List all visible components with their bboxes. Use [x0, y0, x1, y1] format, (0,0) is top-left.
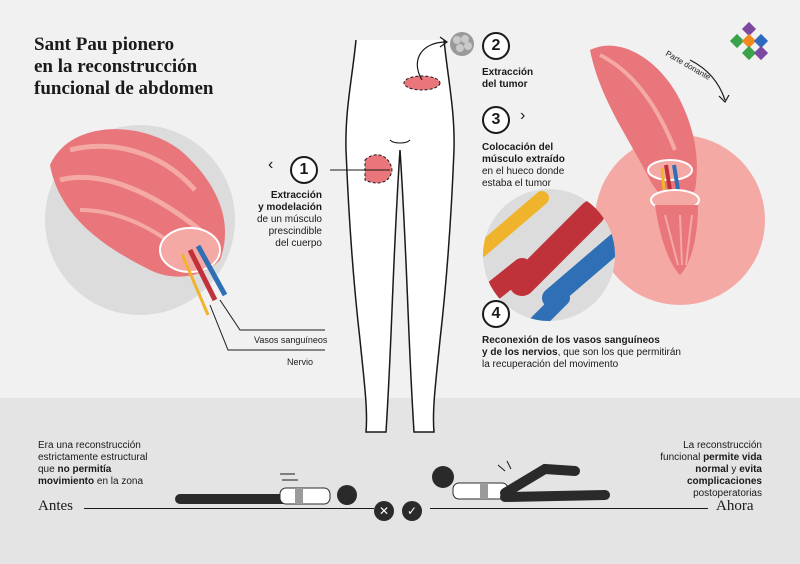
check-icon: ✓	[402, 501, 422, 521]
step-4-bold-2: y de los nervios	[482, 347, 558, 358]
bottom-band	[0, 398, 800, 564]
step-1-rest-3: del cuerpo	[275, 238, 322, 249]
lying-figure-after	[432, 460, 610, 502]
step-1-bold-2: y modelación	[258, 202, 322, 213]
before-line-4b: en la zona	[94, 476, 144, 487]
step-4-rest-1: , que son los que permitirán	[557, 347, 681, 358]
before-line-1: Era una reconstrucción	[38, 440, 141, 451]
step-3-text: Colocación del músculo extraído en el hu…	[482, 142, 565, 190]
before-line-2: estrictamente estructural	[38, 452, 148, 463]
after-line-2a: funcional	[660, 452, 704, 463]
step-2-text: Extracción del tumor	[482, 67, 533, 91]
vasos-label: Vasos sanguíneos	[254, 335, 328, 345]
before-text: Era una reconstrucción estrictamente est…	[38, 440, 208, 488]
donor-label: Parte donante	[664, 49, 713, 82]
title-line-3: funcional de abdomen	[34, 78, 214, 99]
step-2-bold-2: del tumor	[482, 79, 528, 90]
page-title: Sant Pau pionero en la reconstrucción fu…	[34, 34, 264, 100]
vessels-closeup-illustration	[483, 189, 615, 321]
step-1-rest-2: prescindible	[268, 226, 322, 237]
step-3-bold-1: Colocación del	[482, 142, 554, 153]
before-line	[84, 508, 374, 509]
step-4-bold-1: Reconexión de los vasos sanguíneos	[482, 335, 660, 346]
after-line	[430, 508, 708, 509]
after-line-1: La reconstrucción	[683, 440, 762, 451]
donor-muscle-illustration: Parte donante	[590, 45, 765, 305]
after-line-3c: evita	[739, 464, 762, 475]
step-4-number: 4	[482, 300, 510, 328]
label-leader-lines	[209, 299, 325, 351]
cross-icon: ✕	[374, 501, 394, 521]
brand-logo-icon	[729, 22, 769, 61]
after-word: Ahora	[716, 498, 754, 514]
before-line-3b: no permitía	[57, 464, 112, 475]
tumor-icon	[450, 32, 474, 56]
chevron-right-icon: ›	[520, 107, 526, 124]
chevron-left-icon: ‹	[268, 156, 274, 173]
step-1-text: Extracción y modelación de un músculo pr…	[240, 190, 322, 250]
before-line-3a: que	[38, 464, 58, 475]
before-line-4a: movimiento	[38, 476, 95, 487]
nervio-label: Nervio	[287, 357, 314, 367]
title-line-1: Sant Pau pionero	[34, 34, 175, 55]
step-3-number: 3	[482, 106, 510, 134]
step1-connector	[330, 169, 390, 171]
body-outline-illustration	[345, 40, 455, 433]
after-line-5: postoperatorias	[693, 488, 762, 499]
after-line-2b: permite vida	[703, 452, 762, 463]
step-4-rest-2: la recuperación del movimento	[482, 359, 619, 370]
step-2-bold-1: Extracción	[482, 67, 534, 78]
tumor-arrow	[416, 36, 449, 81]
step-2-number: 2	[482, 32, 510, 60]
after-line-3b: y	[728, 464, 740, 475]
step-3-rest-1: en el hueco donde	[482, 166, 565, 177]
lying-figure-before	[175, 473, 357, 505]
after-line-4: complicaciones	[686, 476, 762, 487]
muscle-illustration	[45, 125, 235, 316]
after-text: La reconstrucción funcional permite vida…	[600, 440, 762, 500]
step-3-bold-2: músculo extraído	[482, 154, 565, 165]
step-1-bold-1: Extracción	[270, 190, 322, 201]
after-line-3a: normal	[695, 464, 729, 475]
step-4-text: Reconexión de los vasos sanguíneos y de …	[482, 335, 712, 371]
title-line-2: en la reconstrucción	[34, 56, 198, 77]
step-1-number: 1	[290, 156, 318, 184]
before-word: Antes	[38, 498, 73, 514]
step-1-rest-1: de un músculo	[256, 214, 322, 225]
step-3-rest-2: estaba el tumor	[482, 178, 551, 189]
